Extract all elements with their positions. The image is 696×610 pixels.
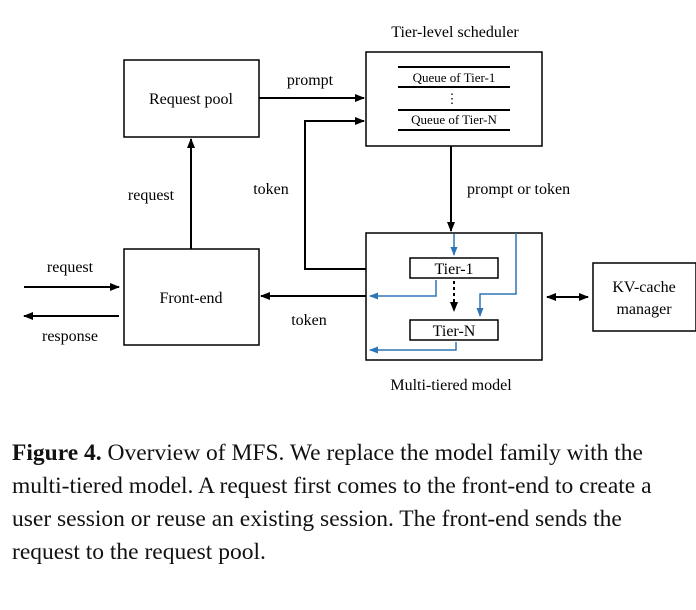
queue-tier-1: Queue of Tier-1 [413,70,496,85]
tier-n-box [409,319,499,341]
tier-n-exit-flow [369,342,457,354]
multi-tiered-model-label: Multi-tiered model [390,377,512,394]
token-out-edge-label: token [291,312,327,329]
request-up-edge-label: request [128,187,175,204]
request-pool-label: Request pool [149,91,234,108]
kv-cache-label-line2: manager [616,301,672,318]
tier-1-exit-flow [369,280,437,300]
tier-1-box [409,257,499,279]
frontend-label: Front-end [159,290,222,307]
token-feedback-edge-label: token [253,181,289,198]
tier-scheduler-label: Tier-level scheduler [391,24,519,41]
token-feedback-arrow [304,117,366,270]
frontend-box [123,248,260,346]
figure-label: Figure 4. [12,440,102,466]
queue-ellipsis: ⋮ [446,91,459,106]
response-out-edge-label: response [42,328,98,345]
kv-cache-manager-box [592,262,696,332]
prompt-edge-label: prompt [287,72,334,89]
queue-tier-n: Queue of Tier-N [411,112,497,127]
tier-skip-flow [476,233,517,317]
caption-text: Overview of MFS. We replace the model fa… [12,440,652,565]
request-pool-box [123,59,260,138]
mfs-overview-diagram: Tier-level scheduler Queue of Tier-1 ⋮ Q… [23,24,696,394]
tier-1-label: Tier-1 [434,261,473,278]
request-in-edge-label: request [47,259,94,276]
prompt-or-token-edge-label: prompt or token [467,181,570,198]
tier-n-label: Tier-N [433,323,476,340]
figure-caption: Figure 4. Overview of MFS. We replace th… [12,437,684,569]
kv-cache-label-line1: KV-cache [612,279,675,296]
